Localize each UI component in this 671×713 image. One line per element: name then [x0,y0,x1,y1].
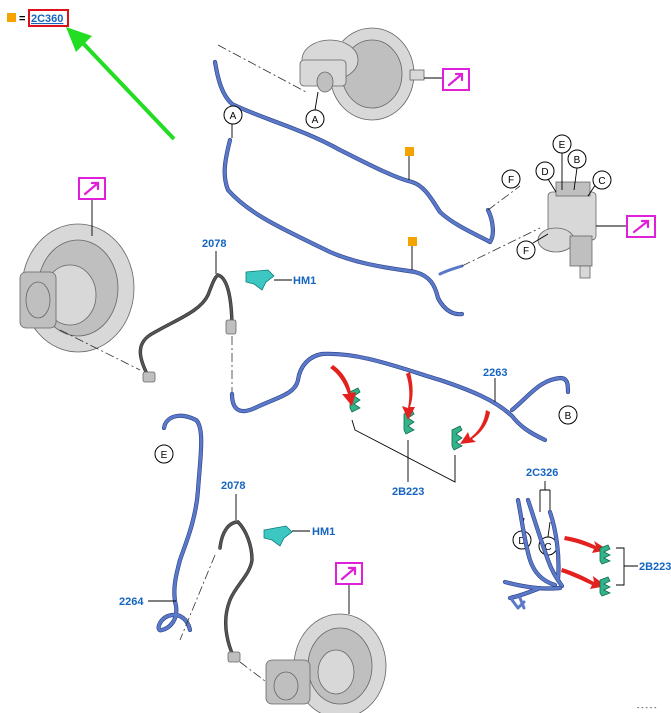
legend-equals: = [19,13,25,25]
svg-text:B: B [574,155,581,166]
red-arrow-icon [460,410,490,444]
svg-text:C: C [598,176,605,187]
brake-booster [299,27,425,121]
clip-hm1-upper [245,269,275,291]
svg-text:C: C [544,542,551,553]
front-brake-assembly-right [265,613,387,713]
view-arrow-icon [340,566,357,581]
view-arrow-icon [83,181,100,196]
svg-text:A: A [230,111,237,122]
svg-text:F: F [508,175,514,186]
orange-square-icon [405,147,414,156]
svg-text:D: D [518,536,525,547]
red-arrow-icon [564,536,608,553]
svg-text:E: E [559,140,566,151]
callout-f-lower: F [516,233,549,260]
green-pointer-arrow-icon [66,27,176,141]
red-arrow-icon [561,568,606,589]
brake-pipe-2263 [229,351,571,443]
orange-square-icon [408,237,417,246]
callout-a-pipe: A [223,105,243,138]
bracket-2c326-pipes [502,497,565,610]
abs-view-button[interactable] [626,215,656,238]
callout-d-module: D [535,161,557,193]
label-clip-group-right: 2B223 [639,561,671,573]
legend-marker-icon [7,13,16,22]
label-sensor-lower: 2078 [221,480,245,492]
callout-c-module: C [587,170,612,197]
view-arrow-icon [632,219,650,234]
label-bracket-group: 2C326 [526,467,558,479]
wheel-speed-sensor-lower [218,520,254,663]
booster-view-button[interactable] [442,68,470,91]
abs-module [537,181,597,279]
callout-f-upper: F [501,169,521,189]
label-pipe-front: 2263 [483,367,507,379]
clips-2b223-right [599,544,611,597]
front-brake-assembly-left [19,223,135,353]
svg-text:D: D [541,167,548,178]
view-arrow-icon [447,72,464,87]
label-clip-upper: HM1 [293,275,316,287]
callout-a-booster: A [305,91,325,129]
label-pipe-rear: 2264 [119,596,144,608]
label-clip-lower: HM1 [312,526,335,538]
clip-hm1-lower [263,525,293,547]
callout-e-module: E [552,134,572,190]
callout-e-pipe: E [154,444,174,464]
wheel-speed-sensor-upper [138,273,237,383]
svg-text:B: B [565,411,572,422]
red-arrow-icon [330,365,356,406]
label-sensor-upper: 2078 [202,238,226,250]
front-left-view-button[interactable] [78,177,106,200]
legend-code-highlight [28,9,69,27]
svg-text:E: E [161,450,168,461]
brake-pipe-2264 [156,413,204,633]
svg-text:F: F [523,246,529,257]
footer-id: - - - - - [637,705,657,712]
red-arrow-icon [402,372,415,420]
legend-code[interactable]: 2C360 [31,13,63,25]
callout-b-pipe: B [558,405,578,425]
svg-text:A: A [312,115,319,126]
callout-b-module: B [567,149,587,191]
label-clip-group: 2B223 [392,486,424,498]
clips-2b223 [349,387,463,451]
front-right-view-button[interactable] [335,562,363,585]
upper-brake-pipes [212,59,495,317]
legend: = 2C360 [7,9,69,27]
